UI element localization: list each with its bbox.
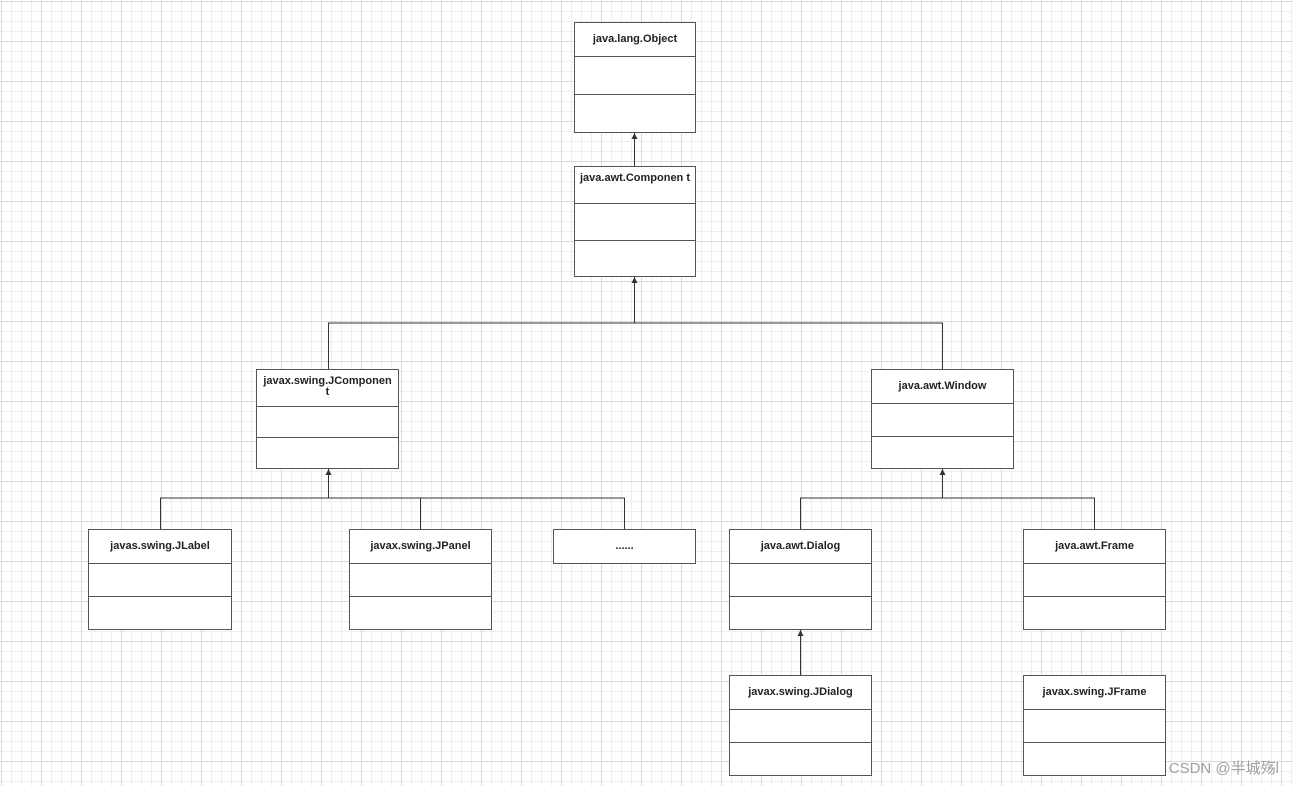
attributes-section bbox=[350, 563, 491, 596]
class-box-window[interactable]: java.awt.Window bbox=[871, 369, 1014, 469]
methods-section bbox=[257, 437, 398, 468]
class-box-frame[interactable]: java.awt.Frame bbox=[1023, 529, 1166, 630]
attributes-section bbox=[872, 403, 1013, 436]
class-name-component: java.awt.Componen t bbox=[579, 172, 691, 184]
class-box-jdialog[interactable]: javax.swing.JDialog bbox=[729, 675, 872, 776]
attributes-section bbox=[575, 203, 695, 240]
class-name-frame: java.awt.Frame bbox=[1055, 540, 1134, 552]
connector-more-jcomponent bbox=[328, 497, 625, 529]
class-name-jframe: javax.swing.JFrame bbox=[1042, 686, 1147, 698]
methods-section bbox=[1024, 596, 1165, 629]
attributes-section bbox=[257, 406, 398, 437]
class-box-jlabel[interactable]: javas.swing.JLabel bbox=[88, 529, 232, 630]
methods-section bbox=[350, 596, 491, 629]
methods-section bbox=[575, 94, 695, 132]
class-box-object[interactable]: java.lang.Object bbox=[574, 22, 696, 133]
arrowhead-component bbox=[631, 277, 638, 283]
attributes-section bbox=[89, 563, 231, 596]
methods-section bbox=[872, 435, 1013, 469]
class-box-dialog[interactable]: java.awt.Dialog bbox=[729, 529, 872, 630]
attributes-section bbox=[575, 56, 695, 94]
attributes-section bbox=[1024, 709, 1165, 742]
class-name-jlabel: javas.swing.JLabel bbox=[110, 540, 210, 552]
class-name-more: ...... bbox=[615, 540, 634, 552]
methods-section bbox=[1024, 742, 1165, 775]
class-name-jcomponent: javax.swing.JComponen t bbox=[263, 375, 392, 398]
connector-frame-window bbox=[942, 497, 1095, 529]
class-box-jpanel[interactable]: javax.swing.JPanel bbox=[349, 529, 492, 630]
class-box-jframe[interactable]: javax.swing.JFrame bbox=[1023, 675, 1166, 776]
class-name-jpanel: javax.swing.JPanel bbox=[370, 540, 471, 552]
class-box-more[interactable]: ...... bbox=[553, 529, 696, 564]
connector-jlabel-jcomponent bbox=[160, 469, 329, 529]
attributes-section bbox=[730, 563, 871, 596]
class-box-jcomponent[interactable]: javax.swing.JComponen t bbox=[256, 369, 399, 469]
arrowhead-jcomponent bbox=[325, 469, 332, 475]
class-name-dialog: java.awt.Dialog bbox=[760, 540, 841, 552]
class-name-object: java.lang.Object bbox=[592, 33, 678, 45]
methods-section bbox=[730, 742, 871, 775]
arrowhead-dialog bbox=[797, 630, 804, 636]
arrowhead-window bbox=[939, 469, 946, 475]
methods-section bbox=[89, 596, 231, 629]
watermark: CSDN @半城殇l bbox=[1168, 760, 1279, 777]
arrowhead-object bbox=[631, 133, 638, 139]
connector-dialog-window bbox=[800, 469, 943, 529]
attributes-section bbox=[730, 709, 871, 742]
connector-window-component bbox=[634, 322, 943, 369]
attributes-section bbox=[1024, 563, 1165, 596]
connector-jcomponent-component bbox=[328, 277, 635, 369]
class-name-jdialog: javax.swing.JDialog bbox=[748, 686, 853, 698]
methods-section bbox=[730, 596, 871, 629]
class-name-window: java.awt.Window bbox=[898, 380, 987, 392]
class-box-component[interactable]: java.awt.Componen t bbox=[574, 166, 696, 277]
methods-section bbox=[575, 239, 695, 277]
